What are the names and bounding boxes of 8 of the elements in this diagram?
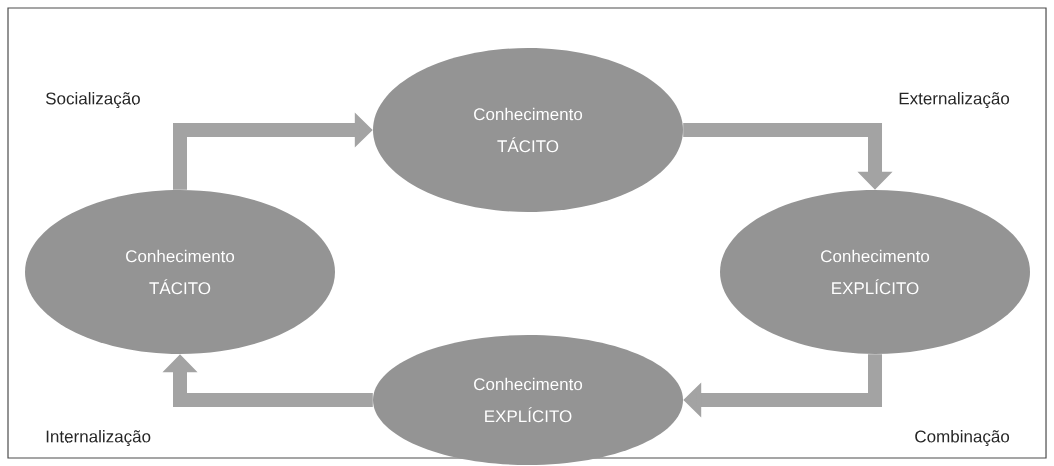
- stage-label: Internalização: [46, 430, 151, 446]
- ellipse-node: Conhecimento EXPLÍCITO: [720, 190, 1030, 354]
- stage-label: Socialização: [45, 92, 140, 108]
- ellipse-node: Conhecimento TÁCITO: [373, 48, 683, 212]
- ellipse-node: Conhecimento TÁCITO: [25, 190, 335, 354]
- stage-label: Externalização: [899, 92, 1010, 108]
- ellipse-node: Conhecimento EXPLÍCITO: [373, 335, 683, 465]
- stage-label: Combinação: [915, 430, 1010, 446]
